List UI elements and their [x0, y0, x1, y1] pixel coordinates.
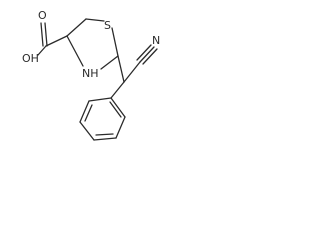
bond-calpha-cnitrile [123, 61, 141, 83]
bond-c2-n3 [100, 55, 119, 70]
bond-nitrile-3 [136, 44, 152, 61]
bond-c4-carboxyl [45, 35, 68, 47]
bond-carbonyl-b [40, 22, 44, 47]
bond-ph5-ph6 [115, 116, 126, 139]
bond-ph2-ph3 [79, 100, 90, 123]
bond-ph6-ph1 [110, 97, 126, 118]
bond-ph4-ph5 [93, 137, 117, 141]
bond-carbonyl-a [44, 22, 48, 47]
nitrile-nitrogen-label: N [152, 34, 160, 47]
bond-ph-double-b [95, 133, 114, 136]
bond-c5-s1 [85, 18, 105, 22]
bond-c4-c5 [66, 18, 87, 37]
bond-ph3-ph4 [79, 121, 95, 141]
structure-diagram: S NH N OH O [22, 9, 160, 141]
bond-s1-c2 [111, 27, 119, 57]
bond-ph1-ph2 [88, 97, 112, 102]
bond-nitrile-2 [142, 48, 158, 65]
bond-carboxyl-oh [37, 45, 47, 56]
bond-calpha-phenyl [110, 81, 125, 99]
bond-ph-double-a [84, 104, 93, 122]
sulfur-label: S [104, 19, 111, 32]
carboxyl-oh-label: OH [22, 52, 39, 65]
bond-n3-c4 [66, 35, 84, 67]
ring-nitrogen-label: NH [82, 67, 99, 80]
bond-ph-double-c [109, 101, 122, 118]
bond-c2-calpha [117, 55, 125, 83]
bond-nitrile-1 [139, 46, 155, 63]
carbonyl-oxygen-label: O [38, 9, 47, 22]
